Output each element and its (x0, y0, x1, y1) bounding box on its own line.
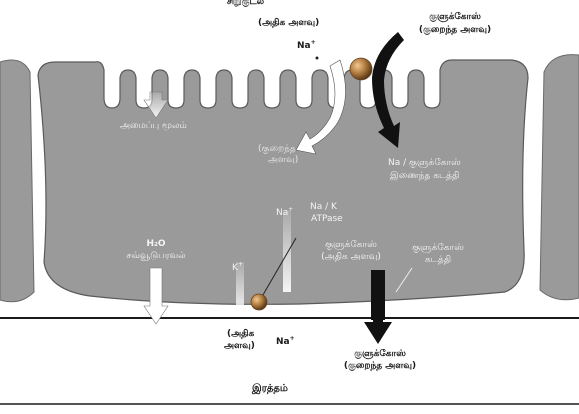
k-ion-label: K+ (232, 259, 243, 274)
na-glucose-transporter-sphere (350, 58, 372, 80)
osmosis-label: சவ்வூடுபரவல் (126, 251, 185, 262)
glucose-bottom-label: குளுக்கோஸ் (354, 349, 406, 360)
glucose-transporter-label: குளுக்கோஸ் (412, 243, 464, 254)
h2o-label: H₂O (146, 239, 165, 250)
na-glucose-cotransporter-label: Na / குளுக்கோஸ் (388, 158, 461, 169)
na-bottom-label: Na+ (276, 333, 295, 348)
glucose-mid-sub-label: (அதிக அளவு) (321, 252, 381, 263)
na-k-atpase-label: Na / K (310, 202, 337, 213)
glucose-transporter-sub-label: கடத்தி (425, 255, 451, 266)
na-inside-label: Na+ (276, 204, 293, 219)
na-high-bottom-label: (அதிக (227, 329, 254, 340)
na-low-sub-label: அளவு) (268, 155, 298, 166)
left-neighbour-cell (0, 60, 34, 302)
glucose-top-sub-label: (குறைந்த அளவு) (419, 25, 491, 36)
na-efflux-arrow (283, 210, 291, 292)
glucose-bottom-sub-label: (குறைந்த அளவு) (344, 361, 416, 372)
glucose-top-label: குளுக்கோஸ் (429, 12, 481, 23)
glucose-mid-label: குளுக்கோஸ் (325, 240, 377, 251)
na-low-label: (குறைந்த (258, 144, 296, 155)
glucose-exit-arrow (364, 300, 392, 344)
atpase-label: ATPase (311, 214, 343, 225)
na-high-bottom-sub-label: அளவு) (224, 341, 255, 352)
na-k-atpase-sphere (251, 294, 267, 310)
water-absorb-label: அமைப்பு மூலம் (120, 121, 187, 132)
na-high-label: (அதிக அளவு) (258, 18, 319, 29)
na-dot (316, 57, 319, 60)
na-top-label: Na+ (297, 37, 316, 52)
blood-label: இரத்தம் (252, 383, 288, 394)
na-glucose-cotransporter-sub-label: இணைந்த கடத்தி (390, 171, 459, 182)
right-neighbour-cell (540, 55, 579, 300)
lumen-label: சிறுகுடல் (227, 0, 264, 8)
